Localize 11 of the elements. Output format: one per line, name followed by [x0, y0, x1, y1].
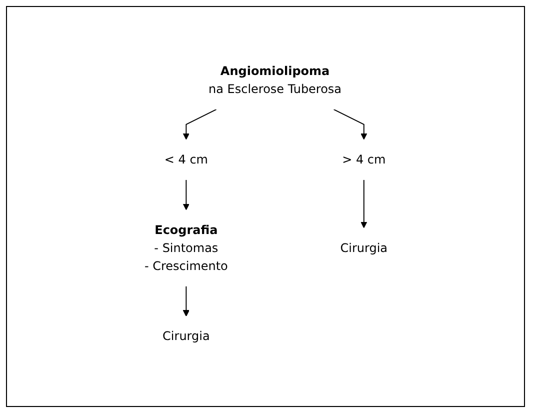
arrow [332, 109, 367, 140]
node-text: < 4 cm [164, 152, 208, 167]
node-text: > 4 cm [342, 152, 386, 167]
node-text: Cirurgia [340, 240, 388, 255]
arrow [360, 180, 367, 228]
arrow [182, 109, 216, 140]
arrow [182, 180, 189, 210]
node-text: Angiomiolipoma na Esclerose Tuberosa [208, 64, 342, 96]
node-text: Cirurgia [162, 329, 210, 344]
node-text: Ecografia - Sintomas - Crescimento [144, 222, 228, 273]
arrow [182, 286, 189, 317]
